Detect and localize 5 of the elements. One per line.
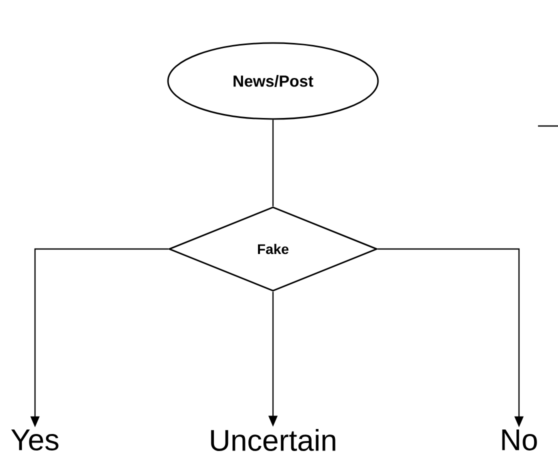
outcome-label: No [502,430,537,450]
connector-line [272,120,274,206]
outcome-label: Yes [11,430,58,450]
oval-node: News/Post [167,42,379,120]
outcome-label: Uncertain [211,428,336,451]
